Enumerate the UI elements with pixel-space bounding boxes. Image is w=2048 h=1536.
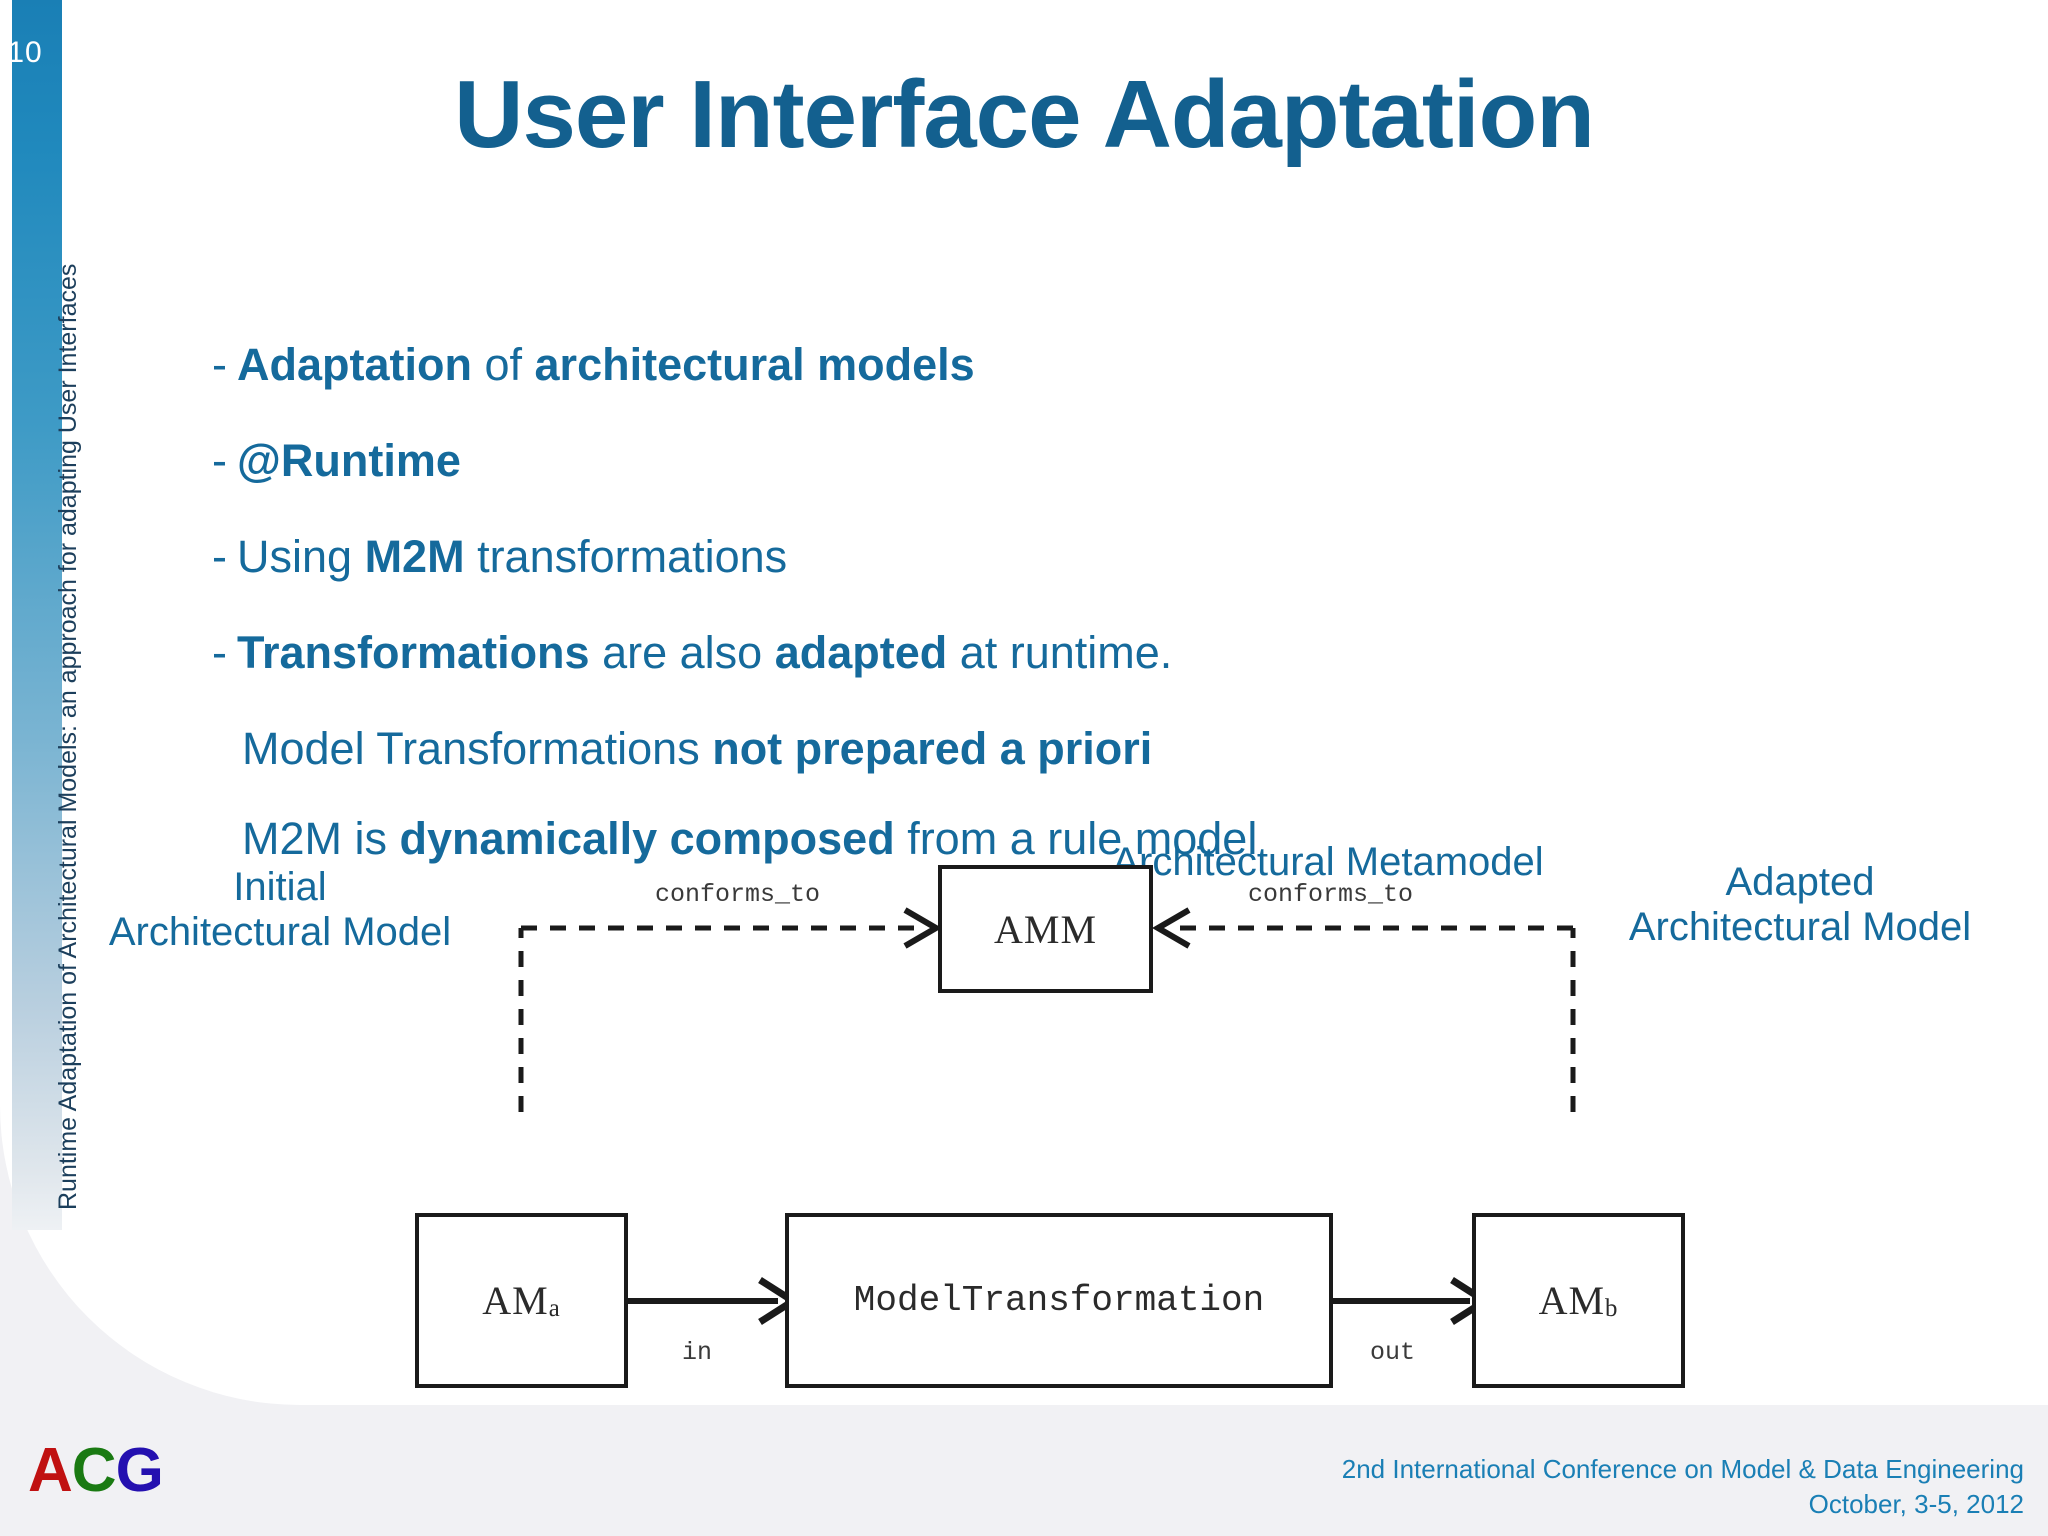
diagram-label-architectural-metamodel: Architectural Metamodel — [1112, 840, 1544, 884]
bullet-subitem: Model Transformations not prepared a pri… — [212, 726, 1712, 771]
text-run: Using — [237, 531, 365, 582]
slide-sidebar-bar — [12, 0, 62, 1230]
diagram-box-amm: AMM — [938, 865, 1153, 993]
text-run: are also — [589, 627, 775, 678]
text-run: of — [471, 339, 535, 390]
text-run: @Runtime — [237, 435, 461, 486]
bullet-subitem: M2M is dynamically composed from a rule … — [212, 816, 1712, 861]
footer-conference-info: 2nd International Conference on Model & … — [1342, 1452, 2024, 1521]
slide-page-number: 10 — [7, 36, 43, 69]
text-run: M2M is — [242, 813, 400, 864]
footer-conference-date: October, 3-5, 2012 — [1808, 1488, 2024, 1519]
text-run: Adaptation — [237, 339, 472, 390]
bullet-item: -@Runtime — [212, 438, 1712, 483]
diagram-edge-label-in: in — [682, 1338, 713, 1367]
acg-logo-letter-g: G — [115, 1436, 164, 1505]
page-title: User Interface Adaptation — [454, 61, 1595, 168]
slide-white-panel-extension — [300, 0, 2048, 1405]
text-run: M2M — [364, 531, 465, 582]
text-run: not prepared a priori — [712, 723, 1153, 774]
diagram-edge-label-out: out — [1370, 1338, 1416, 1367]
diagram-box-am-a-subscript: a — [548, 1295, 561, 1323]
diagram-label-adapted-line2: Architectural Model — [1628, 904, 1972, 949]
diagram-connectors — [518, 907, 1576, 1325]
bullet-list: -Adaptation of architectural models-@Run… — [212, 342, 1712, 906]
text-run: adapted — [774, 627, 948, 678]
text-run: architectural models — [534, 339, 975, 390]
bullet-dash: - — [212, 339, 227, 390]
bullet-item: -Transformations are also adapted at run… — [212, 630, 1712, 675]
footer-conference-name: 2nd International Conference on Model & … — [1341, 1454, 2024, 1484]
diagram-label-adapted-architectural-model: Adapted Architectural Model — [1590, 860, 2010, 950]
bullet-item: -Adaptation of architectural models — [212, 342, 1712, 387]
text-run: at runtime. — [947, 627, 1173, 678]
acg-logo: ACG — [28, 1440, 164, 1502]
diagram-label-initial-line2: Architectural Model — [108, 909, 452, 954]
text-run: Transformations — [237, 627, 590, 678]
diagram-box-am-a-base: AM — [482, 1278, 549, 1323]
architecture-diagram: Architectural Metamodel conform — [0, 840, 2048, 1390]
acg-logo-letter-c: C — [71, 1436, 117, 1505]
text-run: Model Transformations — [242, 723, 713, 774]
bullet-dash: - — [212, 531, 227, 582]
text-run: dynamically composed — [399, 813, 895, 864]
diagram-box-model-transformation: ModelTransformation — [785, 1213, 1333, 1388]
text-run: transformations — [464, 531, 788, 582]
acg-logo-letter-a: A — [28, 1436, 73, 1505]
diagram-label-adapted-line1: Adapted — [1725, 860, 1875, 904]
bullet-dash: - — [212, 435, 227, 486]
diagram-box-am-b-base: AM — [1538, 1278, 1606, 1323]
diagram-edge-label-conforms-to-right: conforms_to — [1248, 880, 1414, 909]
bullet-item: -Using M2M transformations — [212, 534, 1712, 579]
diagram-edge-label-conforms-to-left: conforms_to — [655, 880, 821, 909]
bullet-dash: - — [212, 627, 227, 678]
text-run: from a rule model — [894, 813, 1258, 864]
diagram-box-am-b-subscript: b — [1605, 1295, 1619, 1323]
diagram-label-initial-line1: Initial — [233, 865, 327, 909]
diagram-label-initial-architectural-model: Initial Architectural Model — [70, 865, 490, 955]
